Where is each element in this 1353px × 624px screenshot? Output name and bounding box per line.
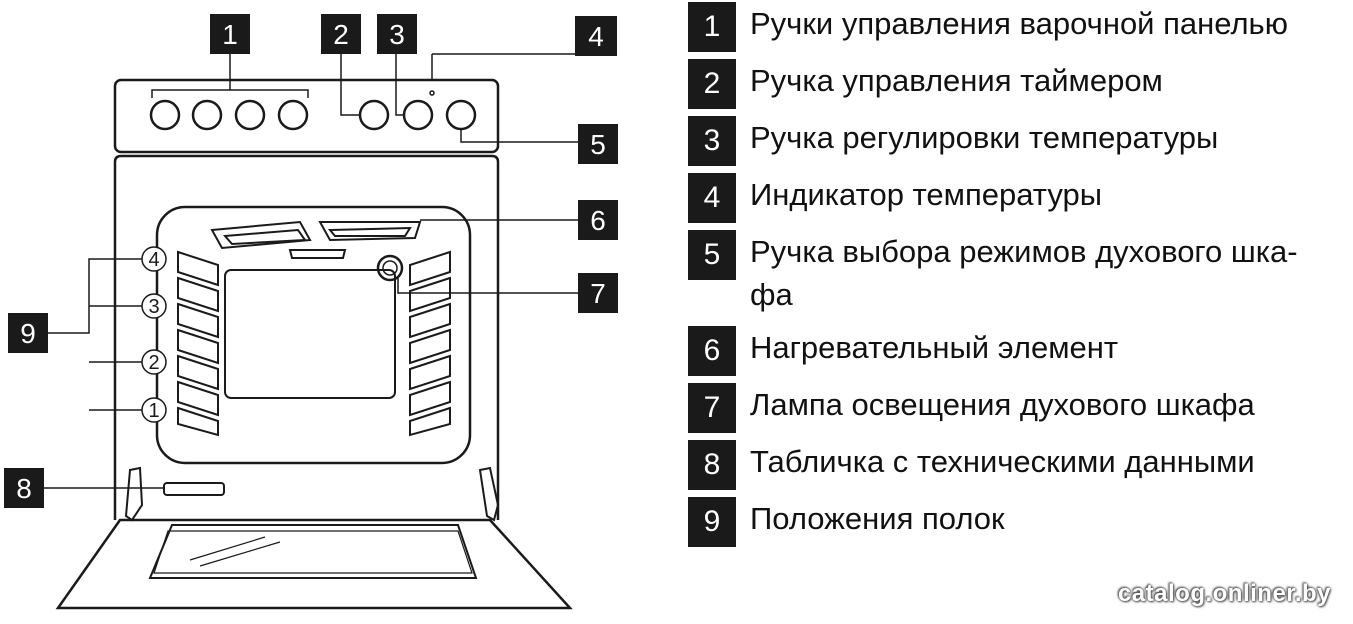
hob-knob	[277, 99, 309, 131]
hinge-left	[124, 466, 144, 522]
hob-knob	[234, 99, 266, 131]
legend-number: 6	[688, 326, 736, 376]
shelf-position-3: 3	[148, 296, 159, 318]
legend-number: 9	[688, 497, 736, 547]
legend-item: 2 Ручка управления таймером	[688, 59, 1350, 109]
legend-label: Ручка регулировки температуры	[750, 120, 1219, 155]
legend-number: 2	[688, 59, 736, 109]
legend-item: 9 Положения полок	[688, 497, 1350, 547]
callout-5: 5	[590, 129, 606, 160]
callout-1: 1	[222, 19, 238, 50]
legend-item: 3 Ручка регулировки температуры	[688, 116, 1350, 166]
heating-element	[210, 220, 422, 259]
temperature-indicator	[429, 90, 435, 96]
legend-item: 7 Лампа освещения духового шкафа	[688, 383, 1350, 433]
leader-line-1	[151, 54, 309, 98]
oven-door	[55, 518, 573, 610]
callout-7: 7	[590, 278, 606, 309]
hob-knob	[191, 99, 223, 131]
leader-line-3	[395, 54, 404, 116]
callout-4: 4	[588, 21, 604, 52]
legend-label: Ручки управления варочной панелью	[750, 6, 1288, 41]
callout-8: 8	[16, 473, 32, 504]
legend-item: 5 Ручка выбора режимов духового шка-фа	[688, 230, 1340, 316]
callout-2: 2	[333, 19, 349, 50]
legend-number: 1	[688, 2, 736, 52]
legend-label: Нагревательный элемент	[750, 330, 1119, 365]
shelf-position-4: 4	[148, 249, 159, 271]
legend-item: 4 Индикатор температуры	[688, 173, 1350, 223]
leader-line-4	[431, 53, 575, 80]
legend-label: Положения полок	[750, 501, 1005, 536]
legend-label: Ручка управления таймером	[750, 63, 1163, 98]
watermark: catalog.onliner.by	[1117, 580, 1331, 607]
shelf-rails-left	[177, 250, 219, 437]
door-glass	[148, 524, 478, 579]
legend-label: Индикатор температуры	[750, 177, 1103, 212]
oven-back-wall	[224, 269, 396, 399]
leader-line-2	[340, 54, 360, 116]
legend-number: 5	[688, 230, 736, 280]
leader-line-5	[460, 129, 578, 143]
leader-line-9	[48, 258, 142, 411]
legend-number: 7	[688, 383, 736, 433]
timer-knob	[358, 99, 390, 131]
rating-plate	[163, 482, 225, 496]
oven-diagram: 1 2 3 4 5 6 7 8 9 4 3 2 1	[4, 14, 618, 610]
leader-line-7	[397, 276, 578, 294]
legend-label: Ручка выбора режимов духового шка-фа	[750, 234, 1298, 312]
oven-cavity	[155, 205, 472, 465]
hob-knob	[149, 99, 181, 131]
shelf-position-2: 2	[148, 352, 159, 374]
oven-lamp	[376, 254, 404, 282]
callout-3: 3	[389, 19, 405, 50]
legend-item: 8 Табличка с техническими данными	[688, 440, 1350, 490]
legend-item: 1 Ручки управления варочной панелью	[688, 2, 1350, 52]
legend-label: Табличка с техническими данными	[750, 444, 1255, 479]
callout-6: 6	[590, 205, 606, 236]
oven-body	[113, 154, 500, 520]
legend-number: 4	[688, 173, 736, 223]
legend-item: 6 Нагревательный элемент	[688, 326, 1350, 376]
legend-number: 8	[688, 440, 736, 490]
temperature-knob	[402, 99, 434, 131]
hinge-right	[478, 466, 500, 522]
mode-knob	[445, 99, 477, 131]
legend-number: 3	[688, 116, 736, 166]
control-panel	[113, 78, 500, 154]
legend-label: Лампа освещения духового шкафа	[750, 387, 1255, 422]
callout-9: 9	[20, 318, 36, 349]
shelf-position-1: 1	[148, 400, 159, 422]
shelf-rails-right	[409, 250, 451, 437]
